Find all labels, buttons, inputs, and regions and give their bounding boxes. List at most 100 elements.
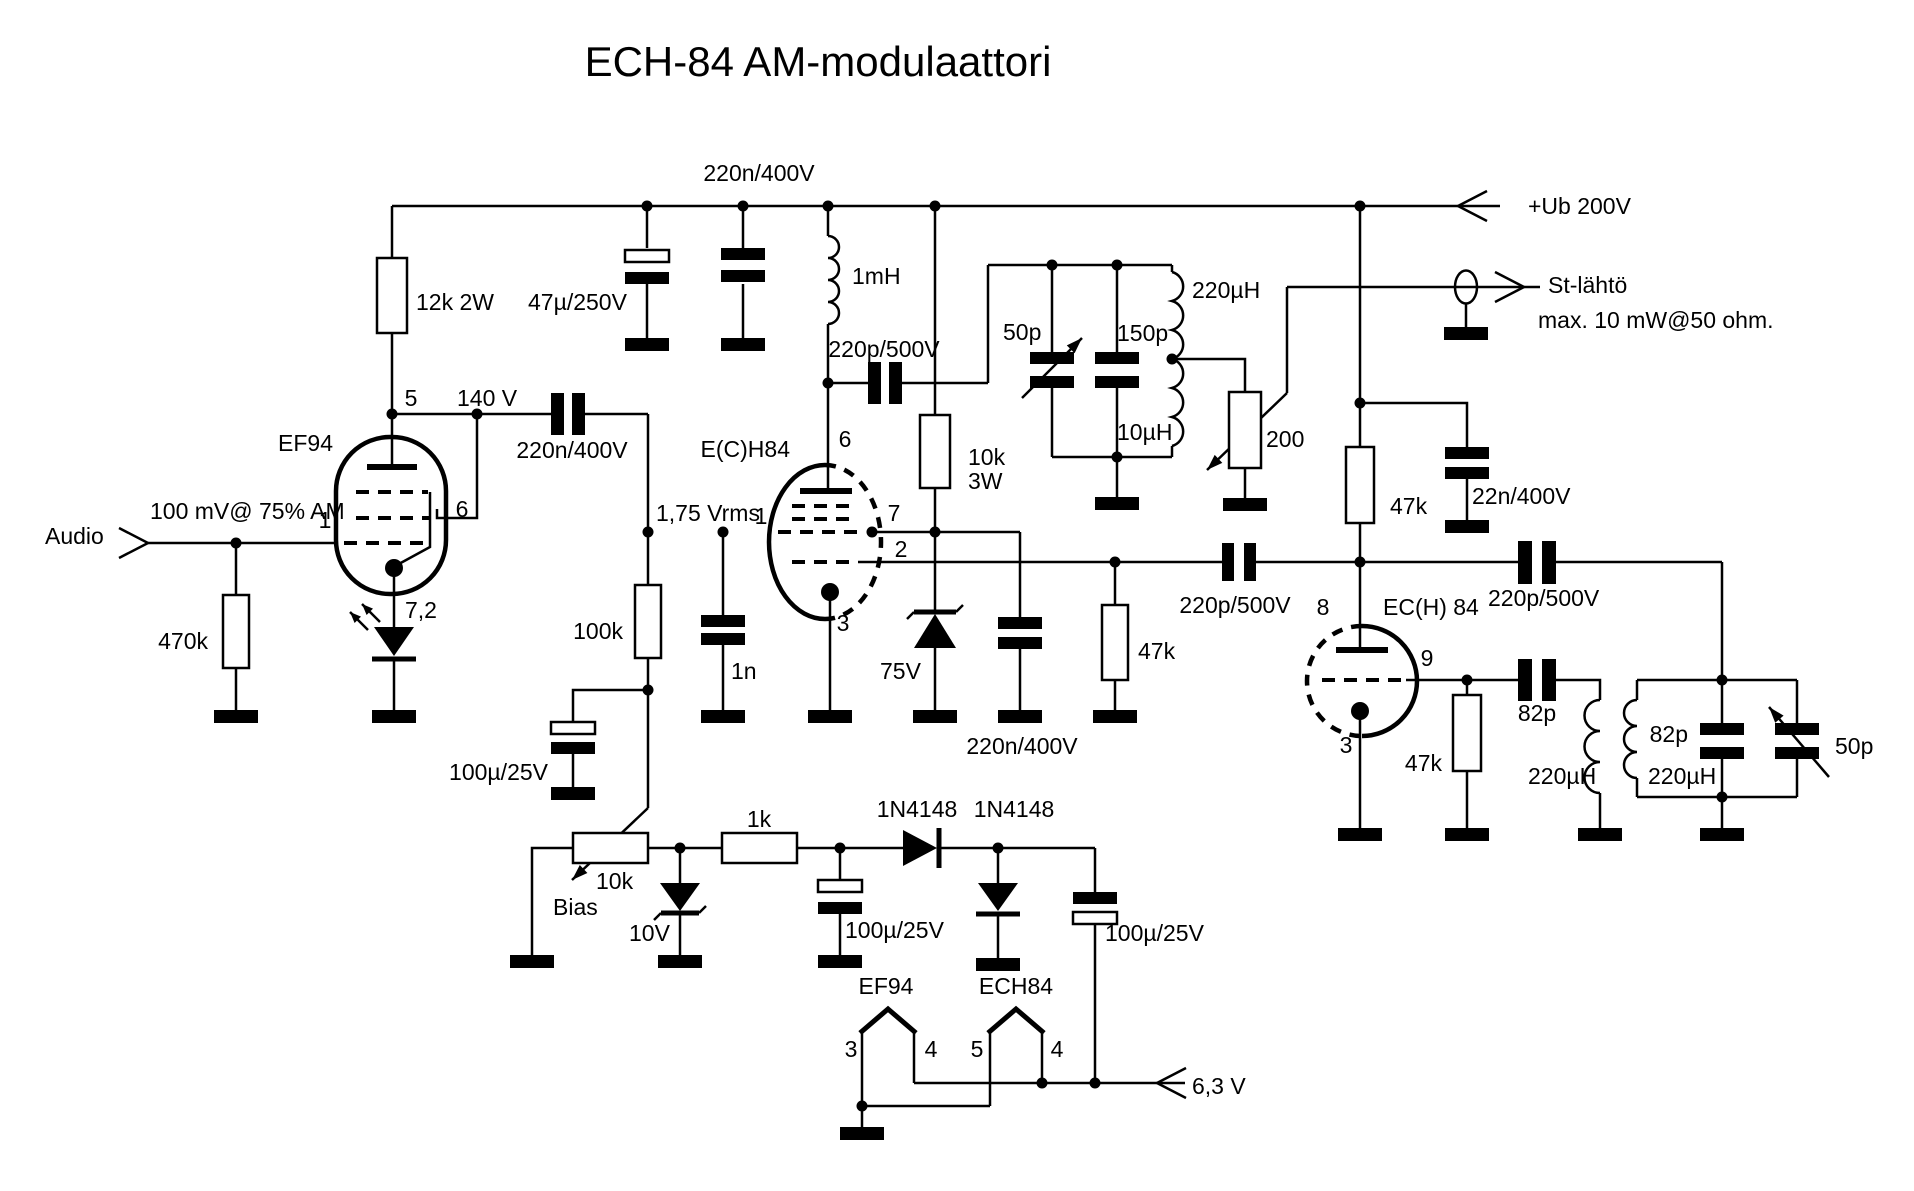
label-cap-220p-feedback: 220p/500V [1488,585,1600,611]
label-resistor-12k: 12k 2W [416,289,494,315]
tube-ech84-triode [1304,623,1420,739]
cap-220p-500v-interstage [1222,543,1256,581]
label-resistor-47k-top: 47k [1390,493,1428,519]
junction-dots [230,200,1728,1112]
label-cap-100u-1: 100µ/25V [449,759,549,785]
label-supply: +Ub 200V [1528,193,1632,219]
label-tube-ech84-triode: EC(H) 84 [1383,594,1479,620]
label-input-level: 100 mV@ 75% AM [150,498,345,524]
cap-100u-25v-2 [816,878,864,914]
cap-47u-250v-electrolytic [623,248,671,284]
cap-22n-400v [1445,447,1489,479]
heater-ech84 [986,1005,1046,1035]
cap-150p [1095,352,1139,388]
capacitors [549,248,1819,926]
label-pin3-ech: 3 [837,610,850,636]
label-pin5: 5 [405,385,418,411]
diode-1n4148-shunt [976,883,1020,917]
resistor-47k-mid [1100,603,1130,682]
label-inductor-10uh: 10µH [1117,419,1172,445]
label-heater-ech84: ECH84 [979,973,1053,999]
label-cap-220p-anode: 220p/500V [828,336,940,362]
label-pin8: 8 [1317,594,1330,620]
tube-ech84-hexode [766,462,884,622]
cap-220p-500v-feedback [1518,541,1556,584]
label-diode-2: 1N4148 [974,796,1055,822]
label-diode-1: 1N4148 [877,796,958,822]
label-audio-input: Audio [45,523,104,549]
inductor-220uh-grid [1583,698,1601,795]
label-cap-82p-tank: 82p [1650,721,1688,747]
supply-arrow [1457,189,1488,223]
resistors [221,256,1483,865]
resistor-47k-top [1344,445,1376,525]
label-cap-220n-mid: 220n/400V [516,437,628,463]
resistor-47k-grid [1451,693,1483,773]
output-connector [1453,269,1479,305]
label-pin1-ef94: 1 [319,507,332,533]
cap-100u-25v-3 [1071,892,1119,926]
label-pot-10k: 10k [596,868,634,894]
label-resistor-100k: 100k [573,618,623,644]
label-resistor-10k-value: 10k [968,444,1006,470]
label-cap-220n-bot: 220n/400V [966,733,1078,759]
trimmer-50p-osc-arrowhead [1066,338,1082,354]
audio-input-arrow [118,526,149,560]
label-grid-level: 1,75 Vrms [656,500,760,526]
label-zener-10v: 10V [629,920,671,946]
label-resistor-10k-power: 3W [968,468,1003,494]
label-inductor-1mh: 1mH [852,263,901,289]
zener-75v [906,604,964,648]
zener-10v [653,883,707,921]
label-bias: Bias [553,894,598,920]
label-inductor-220uh-osc: 220µH [1192,277,1260,303]
label-cap-100u-2: 100µ/25V [845,917,945,943]
label-heater-pin5: 5 [971,1036,984,1062]
label-resistor-1k: 1k [747,806,772,832]
resistor-470k [221,593,251,670]
label-tube-ech84-hexode: E(C)H84 [701,436,791,462]
page-title: ECH-84 AM-modulaattori [585,38,1052,85]
cap-82p-series [1518,659,1556,701]
diode-1n4148-series [903,828,942,868]
ground-symbols [214,327,1744,1140]
label-heater-ef94: EF94 [859,973,914,999]
cap-82p-tank [1700,723,1744,759]
label-heater-pin4a: 4 [925,1036,938,1062]
label-output-max: max. 10 mW@50 ohm. [1538,307,1774,333]
label-output: St-lähtö [1548,272,1627,298]
label-led-7-2: 7,2 [405,597,437,623]
label-resistor-47k-mid: 47k [1138,638,1176,664]
resistor-10k-3w [918,413,952,490]
resistor-12k-2w [375,256,409,335]
label-cap-100u-3: 100µ/25V [1105,920,1205,946]
label-cap-220n-top: 220n/400V [703,160,815,186]
label-pin3-triode: 3 [1340,732,1353,758]
resistor-100k [633,583,663,660]
cap-50p-variable-tank [1775,723,1819,759]
led-7-2 [349,603,416,662]
labels: ECH-84 AM-modulaattori 220n/400V +Ub 200… [45,38,1873,1099]
heater-ef94 [858,1005,918,1035]
label-pin6-ef94: 6 [456,496,469,522]
cap-220n-400v-rail [721,248,765,282]
inductors [827,234,1638,795]
tubes [333,434,1420,1035]
label-cap-50p-osc: 50p [1003,319,1041,345]
bias-wiper-arrowhead [572,865,588,880]
resistor-1k [720,831,799,865]
cap-220n-400v-coupling [551,393,585,435]
label-rheostat-200: 200 [1266,426,1304,452]
diodes [349,603,1020,921]
label-cap-47u: 47µ/250V [528,289,628,315]
label-cap-50p-tank: 50p [1835,733,1873,759]
cap-220n-400v-screen [998,617,1042,649]
potentiometer-10k-bias [571,831,650,865]
tube-ef94-pentode [333,434,449,597]
heater-supply-arrow [1156,1066,1187,1100]
label-cap-150p: 150p [1117,320,1168,346]
label-inductor-220uh-grid: 220µH [1528,763,1596,789]
arrows [118,189,1784,1100]
